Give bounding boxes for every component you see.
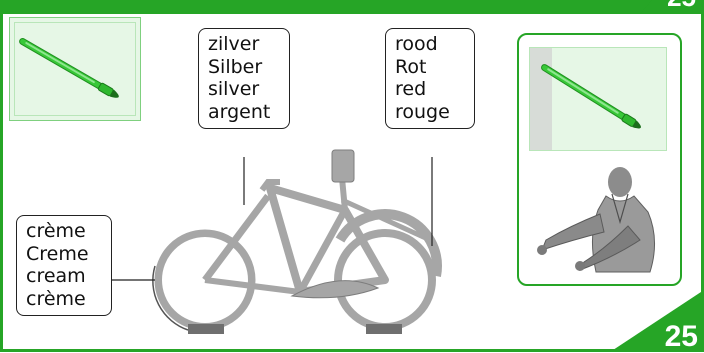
label-silver[interactable]: zilver Silber silver argent (198, 28, 290, 129)
label-red-en: red (395, 78, 465, 101)
label-red-de: Rot (395, 56, 465, 79)
label-silver-nl: zilver (208, 33, 280, 56)
label-cream-de: Creme (26, 243, 102, 266)
label-cream-en: cream (26, 265, 102, 288)
label-cream-nl: crème (26, 220, 102, 243)
label-silver-de: Silber (208, 56, 280, 79)
label-red-fr: rouge (395, 101, 465, 124)
label-cream[interactable]: crème Creme cream crème (16, 215, 112, 316)
label-red-nl: rood (395, 33, 465, 56)
label-silver-fr: argent (208, 101, 280, 124)
label-cream-fr: crème (26, 288, 102, 311)
bicycle-illustration (153, 150, 437, 334)
person-figure (537, 167, 655, 272)
label-silver-en: silver (208, 78, 280, 101)
page-number-bottom: 25 (665, 322, 698, 352)
label-red[interactable]: rood Rot red rouge (385, 28, 475, 129)
